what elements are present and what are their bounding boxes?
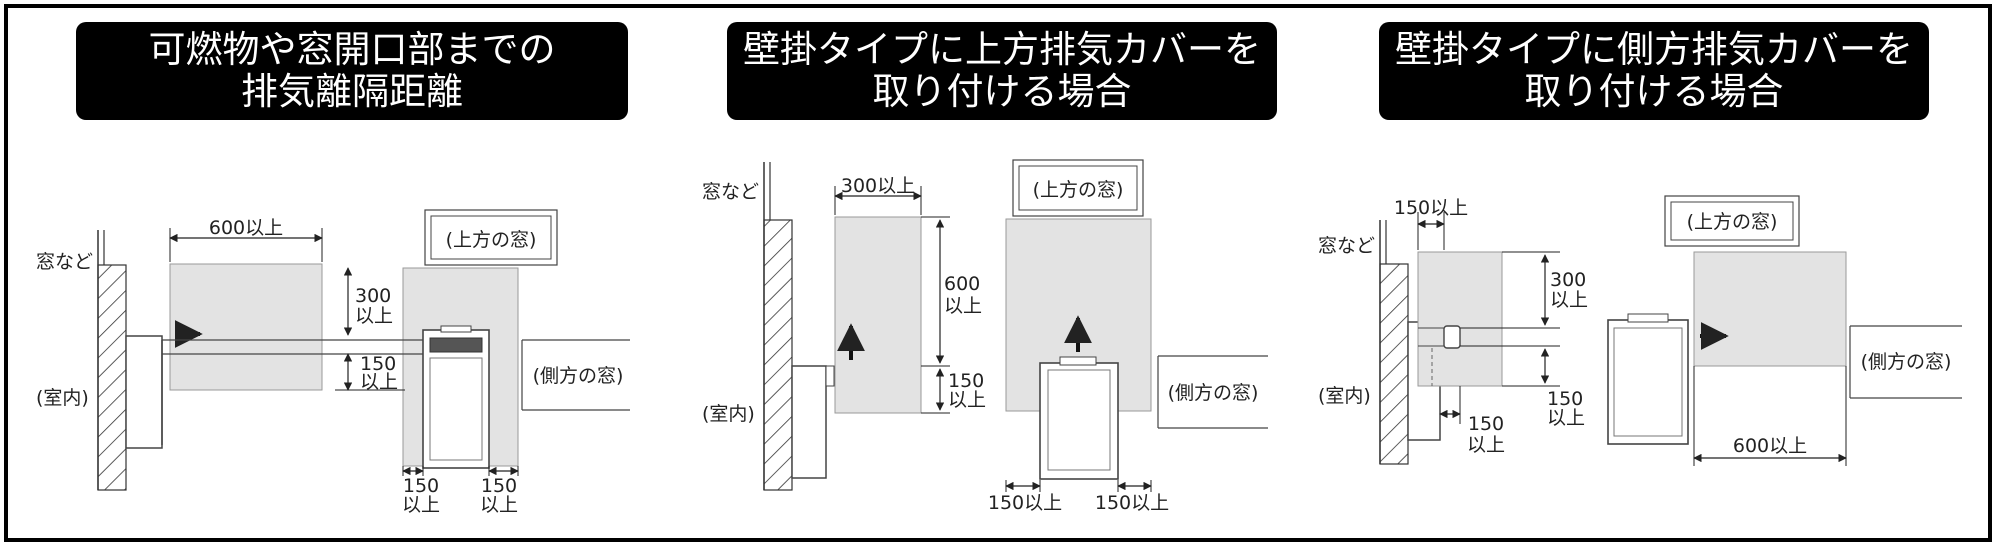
panel-1-upper-window-label: (上方の窓): [446, 229, 537, 251]
panel-3-upper-window: [1664, 195, 1800, 247]
panel-2-title-line-2: 取り付ける場合: [872, 70, 1132, 113]
panel-1-left-unit: 以上: [402, 494, 440, 516]
panel-2-height-unit: 以上: [944, 295, 982, 317]
panel-2-title-line-1: 壁掛タイプに上方排気カバーを: [743, 28, 1261, 71]
panel-1-bottom-number: 150: [360, 353, 396, 375]
panel-3-side-exhaust-cover: [1443, 325, 1461, 349]
panel-3-wall: [1379, 263, 1409, 465]
panel-3-heater-front: [1607, 319, 1689, 445]
panel-2-right-label: 150以上: [1095, 492, 1169, 514]
panel-3-front-clearance-zone: [1693, 251, 1847, 367]
panel-3-top-unit: 以上: [1550, 289, 1588, 311]
panel-2-heater-front: [1039, 362, 1119, 480]
panel-1-clearance-zone: [169, 263, 323, 391]
panel-1-left-number: 150: [403, 475, 439, 497]
panel-2-wall: [763, 219, 793, 491]
panel-2-indoor-label: (室内): [702, 403, 755, 425]
panel-2-window-label: 窓など: [702, 181, 759, 203]
panel-3-front-number: 150: [1468, 413, 1504, 435]
panel-3-upper-window-label: (上方の窓): [1687, 211, 1778, 233]
panel-1-top-number: 300: [355, 285, 391, 307]
panel-3-indoor-label: (室内): [1318, 385, 1371, 407]
panel-3-bottom-unit: 以上: [1547, 407, 1585, 429]
panel-3-window-label: 窓など: [1318, 235, 1375, 257]
panel-1-window-label: 窓など: [36, 251, 93, 273]
panel-3-width-label: 600以上: [1733, 435, 1807, 457]
panel-3-side-window-label: (側方の窓): [1861, 351, 1952, 373]
panel-1-right-unit: 以上: [480, 494, 518, 516]
panel-1-width-label: 600以上: [209, 217, 283, 239]
panel-1-right-number: 150: [481, 475, 517, 497]
panel-1-heater-side: [125, 335, 163, 449]
panel-2-upper-window-label: (上方の窓): [1033, 179, 1124, 201]
panel-2-heater-side: [791, 365, 827, 479]
panel-3-diagram: 150以上 300 以上 150 以上 150 以上 (上方の窓) (側方の窓)…: [1318, 195, 1962, 466]
panel-3-bottom-number: 150: [1547, 388, 1583, 410]
panel-1-upper-window: [424, 209, 558, 266]
panel-1-indoor-label: (室内): [36, 387, 89, 409]
panel-1-side-window-label: (側方の窓): [533, 365, 624, 387]
panel-2-side-clearance-zone: [834, 216, 922, 414]
panel-1-top-unit: 以上: [355, 305, 393, 327]
panel-2-diagram: 300以上 600 以上 150 以上 (上方の窓) (側方の窓) 150以上 …: [702, 159, 1268, 514]
panel-3-top-width-label: 150以上: [1394, 197, 1468, 219]
panel-1-wall: [97, 264, 127, 491]
panel-1-title: 可燃物や窓開口部までの 排気離隔距離: [76, 22, 628, 120]
panel-2-bottom-unit: 以上: [948, 389, 986, 411]
panel-3-side-clearance-zone: [1417, 251, 1503, 387]
panel-2-width-label: 300以上: [841, 175, 915, 197]
panel-2-side-window-label: (側方の窓): [1168, 382, 1259, 404]
panel-2-height-number: 600: [944, 273, 980, 295]
panel-2-left-label: 150以上: [988, 492, 1062, 514]
panel-1-bottom-unit: 以上: [360, 371, 398, 393]
panel-2-upper-window: [1012, 159, 1144, 217]
panel-3-title-line-1: 壁掛タイプに側方排気カバーを: [1395, 28, 1913, 71]
panel-3-front-unit: 以上: [1467, 434, 1505, 456]
panel-2-title: 壁掛タイプに上方排気カバーを 取り付ける場合: [727, 22, 1277, 120]
panel-1-heater-front: [422, 329, 490, 469]
panel-1-title-line-1: 可燃物や窓開口部までの: [148, 28, 556, 71]
panel-2-bottom-number: 150: [948, 370, 984, 392]
panel-3-title-line-2: 取り付ける場合: [1524, 70, 1784, 113]
panel-1-title-line-2: 排気離隔距離: [241, 70, 463, 113]
panel-3-title: 壁掛タイプに側方排気カバーを 取り付ける場合: [1379, 22, 1929, 120]
panel-3-top-number: 300: [1550, 269, 1586, 291]
panel-1-diagram: (上方の窓) (側方の窓) 600以上 300 以上 150 以上 150 以上…: [36, 209, 630, 516]
